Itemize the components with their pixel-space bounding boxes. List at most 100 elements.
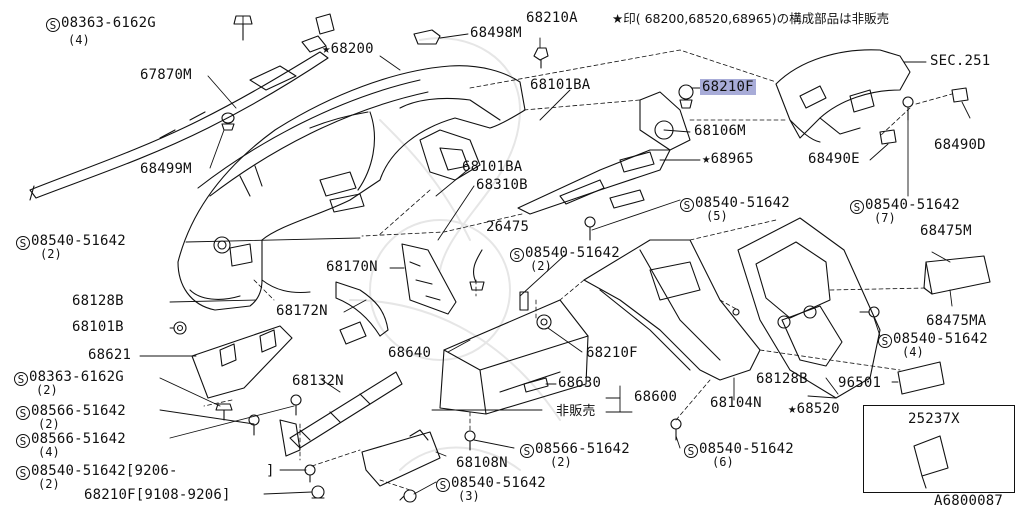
star-mark: ★ <box>788 401 797 417</box>
screw-08540-6 <box>670 418 682 441</box>
stopper-68210F-mid <box>536 314 552 330</box>
dashed-leaders <box>203 49 953 491</box>
label-68475MA: 68475MA <box>926 313 987 329</box>
bracket-25237X <box>913 435 949 489</box>
s-mark-icon: S <box>850 200 864 214</box>
qty-4-right: (4) <box>902 345 924 359</box>
label-68108N: 68108N <box>456 455 508 471</box>
crossbar-67870M <box>29 13 335 201</box>
s-mark-icon: S <box>680 198 694 212</box>
s-mark-icon: S <box>16 236 30 250</box>
label-68106M: 68106M <box>694 123 746 139</box>
label-not-for-sale: 非販売 <box>556 404 596 419</box>
screw-08363-low <box>215 403 233 421</box>
label-sec251: SEC.251 <box>930 53 991 69</box>
bolster-68621 <box>191 325 293 399</box>
star-mark: ★ <box>322 41 331 57</box>
label-68520: ★68520 <box>788 401 840 417</box>
label-68210A: 68210A <box>526 10 578 26</box>
inset-box <box>863 405 1015 493</box>
label-68498M: 68498M <box>470 25 522 41</box>
label-26475: 26475 <box>486 219 530 235</box>
label-68490E: 68490E <box>808 151 860 167</box>
clip-68210F-top <box>678 84 694 109</box>
label-96501: 96501 <box>838 375 882 391</box>
solid-leaders <box>139 15 971 495</box>
label-68490D: 68490D <box>934 137 986 153</box>
qty-2-08363: (2) <box>36 383 58 397</box>
qty-2-9206: (2) <box>38 477 60 491</box>
qty-4-top: (4) <box>68 33 90 47</box>
s-mark-icon: S <box>16 406 30 420</box>
label-68965: ★68965 <box>702 151 754 167</box>
cap-68498M <box>413 29 441 45</box>
bracket-68170N <box>401 243 457 315</box>
clip-68499M <box>221 112 235 131</box>
s-mark-icon: S <box>510 248 524 262</box>
screw-08540-7 <box>902 96 914 121</box>
label-68210F-mid: 68210F <box>586 345 638 361</box>
s-mark-icon: S <box>436 478 450 492</box>
clip-68128B-right <box>732 308 740 316</box>
qty-7: (7) <box>874 211 896 225</box>
qty-6: (6) <box>712 455 734 469</box>
label-68640: 68640 <box>388 345 432 361</box>
s-mark-icon: S <box>878 334 892 348</box>
qty-2-left: (2) <box>40 247 62 261</box>
bracket-68132N <box>279 371 403 457</box>
label-25237X: 25237X <box>908 411 960 427</box>
s-mark-icon: S <box>684 444 698 458</box>
screw-08566-mid <box>464 430 476 451</box>
bracket-68172N <box>335 281 389 345</box>
latch-68630 <box>523 377 549 393</box>
s-mark-icon: S <box>46 18 60 32</box>
label-68210F-top: 68210F <box>700 79 756 95</box>
qty-2-08566: (2) <box>38 417 60 431</box>
part-68965 <box>609 189 645 209</box>
label-68170N: 68170N <box>326 259 378 275</box>
qty-3: (3) <box>458 489 480 503</box>
label-bracket-close: ] <box>266 463 275 479</box>
label-68600: 68600 <box>634 389 678 405</box>
label-68132N: 68132N <box>292 373 344 389</box>
diagram-id: A6800087 <box>934 493 1004 509</box>
star-mark: ★ <box>612 11 624 26</box>
clip-68490D <box>951 87 969 103</box>
clip-68490E <box>879 129 897 145</box>
s-mark-icon: S <box>14 372 28 386</box>
screw-08540-mid2 <box>519 291 529 311</box>
screw-08540-5 <box>584 216 596 241</box>
label-68128B-left: 68128B <box>72 293 124 309</box>
s-mark-icon: S <box>16 466 30 480</box>
qty-2-08566-mid: (2) <box>550 455 572 469</box>
label-68499M: 68499M <box>140 161 192 177</box>
label-67870M: 67870M <box>140 67 192 83</box>
screw-08540-9206 <box>304 464 316 483</box>
finisher-68520 <box>737 217 881 399</box>
star-mark: ★ <box>702 151 711 167</box>
label-68630: 68630 <box>558 375 602 391</box>
clip-68210F-9108 <box>311 485 325 499</box>
label-68172N: 68172N <box>276 303 328 319</box>
qty-2-mid: (2) <box>530 259 552 273</box>
nut-68101B <box>173 321 187 335</box>
qty-5: (5) <box>706 209 728 223</box>
label-68101BA-mid: 68101BA <box>462 159 523 175</box>
cluster-hood <box>775 49 911 143</box>
ashtray-68475M <box>923 255 991 295</box>
console-68104N <box>583 239 761 381</box>
